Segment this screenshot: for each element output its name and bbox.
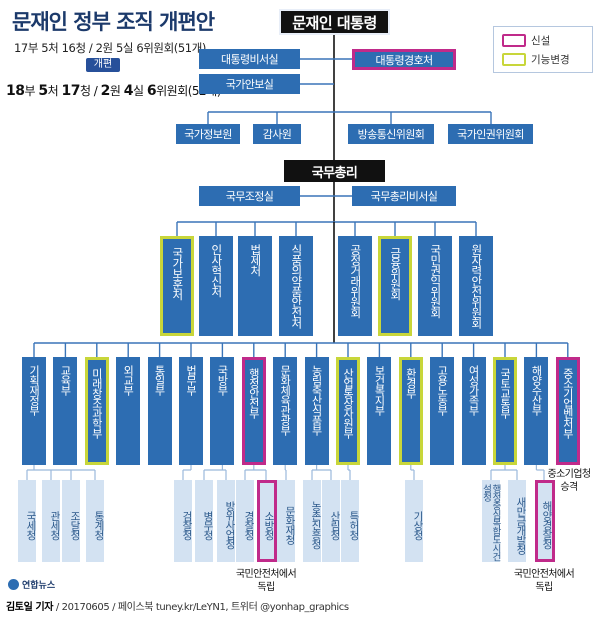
- ministry-box: 여성가족부: [461, 357, 486, 465]
- agency-box: 국세청: [18, 480, 37, 562]
- pm-org-box: 금융위원회: [378, 236, 412, 336]
- agency-box: 조달청: [62, 480, 81, 562]
- yonhap-logo-icon: [8, 579, 19, 590]
- agency-box: 새만금개발청: [508, 480, 527, 562]
- agency-audit: 감사원: [253, 124, 301, 144]
- security-office-box: 국가안보실: [199, 74, 300, 94]
- ministry-box: 해양수산부: [524, 357, 549, 465]
- agency-box: 특허청: [341, 480, 360, 562]
- summary-after-part: 실: [133, 84, 147, 98]
- summary-after-part: 17: [61, 83, 80, 99]
- agency-box: 검찰청: [174, 480, 193, 562]
- summary-after-part: 18: [6, 83, 25, 99]
- ministry-box: 외교부: [116, 357, 141, 465]
- summary-after-part: 6: [146, 83, 157, 99]
- ministry-box: 농림축산식품부: [304, 357, 329, 465]
- legend-changed: 기능변경: [502, 52, 570, 67]
- ministry-box: 문화체육관광부: [273, 357, 298, 465]
- summary-after: 18부 5처 17청 / 2원 4실 6위원회(52개): [6, 82, 221, 99]
- footer-credit: 김토일 기자 / 20170605 / 페이스북 tuney.kr/LeYN1,…: [6, 602, 349, 613]
- president-box: 문재인 대통령: [279, 9, 390, 35]
- summary-after-part: 2: [100, 83, 111, 99]
- pm-coordination-box: 국무조정실: [199, 186, 300, 206]
- pm-org-box: 식품의약품안전처: [279, 236, 313, 336]
- pm-org-box: 인사혁신처: [199, 236, 233, 336]
- agency-box: 농촌진흥청: [303, 480, 322, 562]
- agency-box: 행정중심복합도시건설청: [481, 480, 501, 562]
- ministry-box: 행정안전부: [241, 357, 266, 465]
- pm-org-box: 국가보훈처: [160, 236, 194, 336]
- agency-box: 병무청: [195, 480, 214, 562]
- ministry-box: 보건복지부: [367, 357, 392, 465]
- summary-after-part: 5: [38, 83, 48, 99]
- legend: 신설 기능변경: [493, 26, 593, 73]
- agency-nis: 국가정보원: [176, 124, 240, 144]
- ministry-box: 법무부: [179, 357, 203, 465]
- summary-after-part: 청 /: [79, 84, 101, 98]
- agency-box: 통계청: [86, 480, 105, 562]
- agency-box: 관세청: [42, 480, 61, 562]
- agency-kcc: 방송통신위원회: [348, 124, 434, 144]
- summary-after-part: 4: [123, 83, 134, 99]
- agency-box: 방위사업청: [217, 480, 236, 562]
- ministry-box: 기획재정부: [22, 357, 46, 465]
- ministry-box: 교육부: [53, 357, 78, 465]
- pm-org-box: 공정거래위원회: [338, 236, 372, 336]
- ministry-box: 중소기업벤처부: [555, 357, 580, 465]
- agency-box: 경찰청: [236, 480, 255, 562]
- summary-after-part: 부: [24, 84, 39, 98]
- pm-org-box: 국민권익위원회: [418, 236, 452, 336]
- agency-box: 소방청: [257, 480, 277, 562]
- agency-box: 산림청: [322, 480, 341, 562]
- ministry-box: 미래창조과학부: [84, 357, 109, 465]
- ministry-box: 통일부: [147, 357, 172, 465]
- pm-org-box: 법제처: [238, 236, 272, 336]
- ministry-box: 국토교통부: [493, 357, 517, 465]
- chief-secretary-box: 대통령비서실: [199, 49, 300, 69]
- legend-new: 신설: [502, 33, 550, 48]
- reform-tag: 개편: [86, 58, 120, 72]
- pm-org-box: 원자력안전위원회: [459, 236, 493, 336]
- agency-box: 해양경찰청: [535, 480, 555, 562]
- ministry-box: 국방부: [210, 357, 235, 465]
- page-title: 문재인 정부 조직 개편안: [12, 10, 215, 34]
- ministry-box: 고용노동부: [430, 357, 455, 465]
- ministry-box: 환경부: [398, 357, 423, 465]
- summary-after-part: 처: [47, 84, 62, 98]
- summary-before: 17부 5처 16청 / 2원 5실 6위원회(51개): [14, 41, 206, 55]
- agency-box: 문화재청: [277, 480, 296, 562]
- legend-new-swatch: [502, 34, 526, 47]
- yonhap-logo: 연합뉴스: [8, 578, 55, 591]
- agency-humanrights: 국가인권위원회: [448, 124, 533, 144]
- legend-changed-swatch: [502, 53, 526, 66]
- bodyguard-box: 대통령경호처: [352, 49, 456, 70]
- agency-box: 기상청: [405, 480, 424, 562]
- prime-minister-box: 국무총리: [284, 160, 385, 182]
- ministry-box: 산업통상자원부: [336, 357, 360, 465]
- pm-secretary-box: 국무총리비서실: [352, 186, 456, 206]
- summary-after-part: 원: [109, 84, 124, 98]
